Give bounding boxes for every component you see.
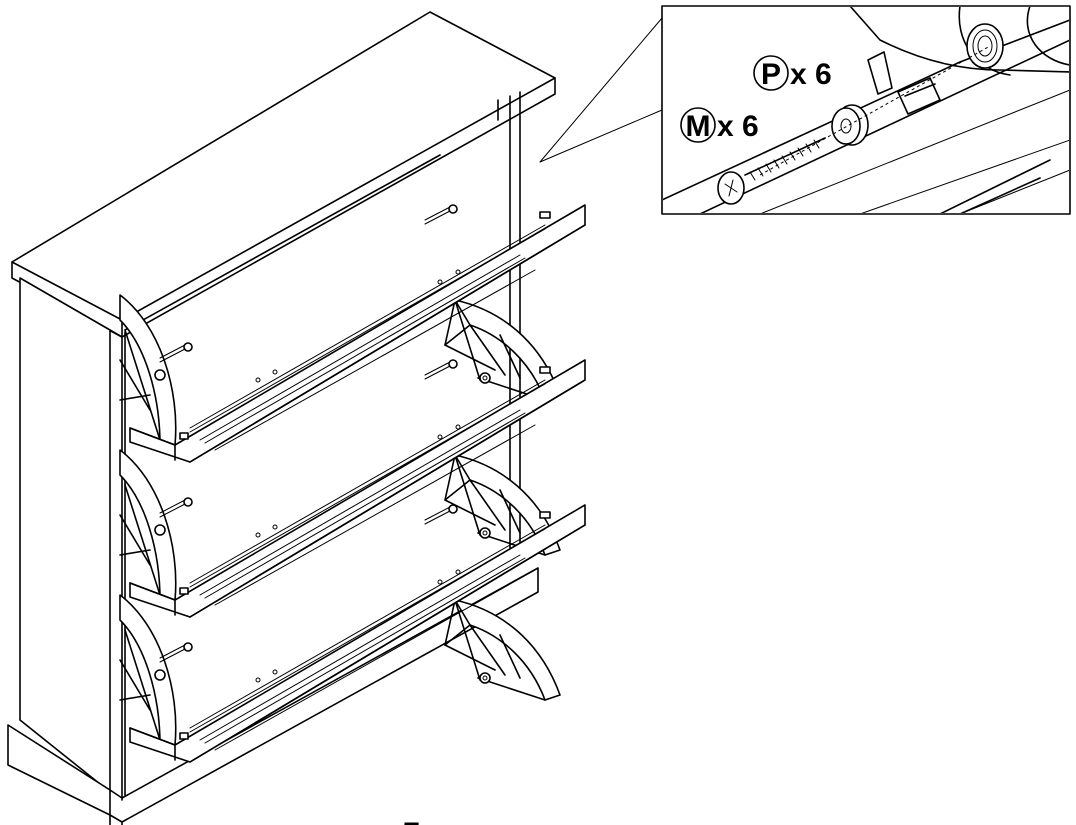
zoom-inset: P x 6 M x 6 xyxy=(661,5,1071,215)
flap-door-middle xyxy=(119,359,586,618)
step-number: 5 xyxy=(402,816,421,825)
part-letter-m: M xyxy=(686,110,711,143)
part-letter-p: P xyxy=(761,58,781,91)
clip-icon xyxy=(867,51,941,115)
part-quantity-m: x 6 xyxy=(717,110,759,143)
flap-door-bottom xyxy=(119,504,586,763)
part-quantity-p: x 6 xyxy=(790,58,832,91)
shoe-cabinet xyxy=(7,11,556,825)
screw-icon xyxy=(717,137,826,205)
callout-lines xyxy=(539,17,663,163)
washer-icon xyxy=(831,104,869,146)
part-label-m: M x 6 xyxy=(680,107,759,143)
part-label-p: P x 6 xyxy=(753,55,832,91)
